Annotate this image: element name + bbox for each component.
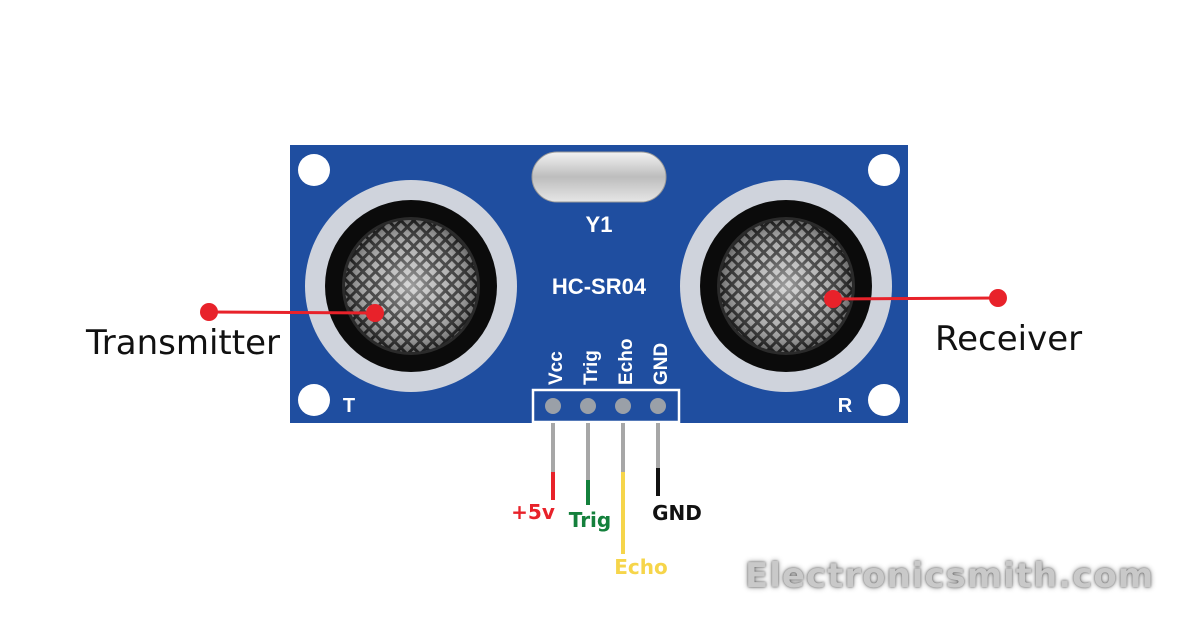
header-pin-label-echo: Echo [616,339,637,385]
header-pin-label-gnd: GND [651,343,672,385]
receiver-pointer-line [832,296,999,301]
pin-header [531,388,681,424]
transmitter-pointer-dot-outer [200,303,218,321]
header-pin-trig [580,398,596,414]
wire-label-gnd: GND [652,501,702,525]
watermark: Electronicsmith.com [745,556,1155,596]
header-pin-gnd [650,398,666,414]
header-pin-label-vcc: Vcc [546,351,567,385]
wire-label-trig: Trig [569,508,611,532]
transmitter-label: Transmitter [85,323,280,363]
crystal-label: Y1 [586,212,613,237]
receiver-marker: R [838,395,853,417]
board-model-label: HC-SR04 [552,274,647,299]
mounting-hole-bottom-right [868,384,900,416]
wire-label-5v: +5v [511,500,555,524]
receiver-transducer [680,180,892,392]
receiver-pointer-dot-inner [824,290,842,308]
transmitter-marker: T [343,395,355,417]
header-pin-vcc [545,398,561,414]
crystal-oscillator [531,151,667,203]
transmitter-pointer-line [208,310,376,315]
transmitter-pointer-dot-inner [366,304,384,322]
header-pin-label-trig: Trig [581,350,602,385]
receiver-label: Receiver [935,319,1082,359]
transmitter-transducer [305,180,517,392]
mounting-hole-bottom-left [298,384,330,416]
mounting-hole-top-left [298,154,330,186]
mounting-hole-top-right [868,154,900,186]
receiver-pointer-dot-outer [989,289,1007,307]
wire-label-echo: Echo [614,555,668,579]
header-pin-echo [615,398,631,414]
